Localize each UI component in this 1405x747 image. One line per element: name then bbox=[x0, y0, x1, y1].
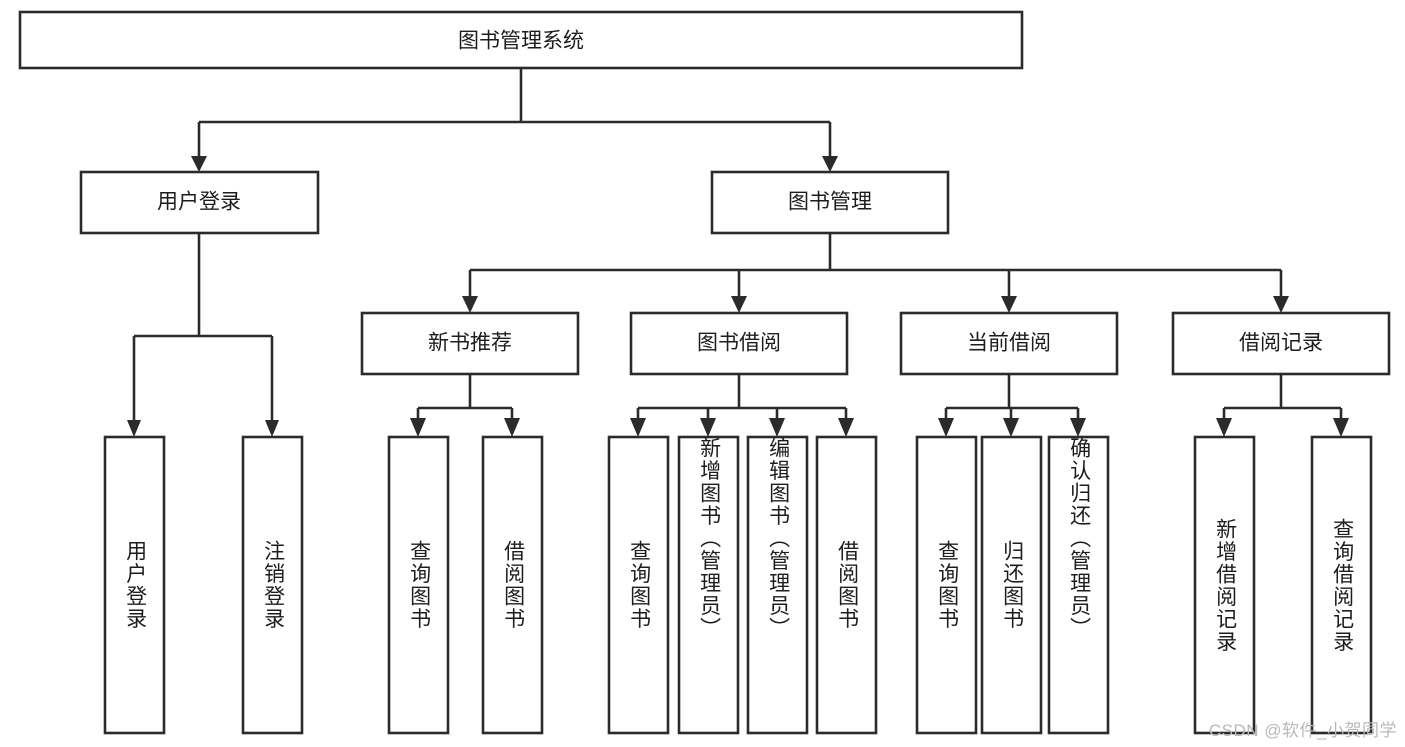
leaf-rect-current-borrow-1[interactable] bbox=[915, 435, 978, 735]
connector-group-borrow-record bbox=[1216, 374, 1349, 437]
arrow-head-leaf-book-borrow-1 bbox=[630, 418, 646, 437]
node-user-login-label: 用户登录 bbox=[157, 191, 241, 214]
node-user-login[interactable]: 用户登录 bbox=[79, 170, 320, 235]
arrow-head-user-login bbox=[191, 156, 207, 172]
arrow-head-leaf-borrow-record-1 bbox=[1216, 418, 1232, 437]
leaf-rect-borrow-record-2[interactable] bbox=[1310, 435, 1373, 735]
node-current-borrow[interactable]: 当前借阅 bbox=[899, 311, 1119, 376]
arrow-head-borrow-record bbox=[1273, 296, 1289, 313]
node-root-label: 图书管理系统 bbox=[458, 30, 584, 53]
arrow-head-leaf-new-book-1 bbox=[410, 418, 426, 437]
node-new-book-recommend[interactable]: 新书推荐 bbox=[360, 311, 580, 376]
arrow-head-leaf-current-borrow-2 bbox=[1003, 418, 1019, 437]
leaf-rect-group bbox=[103, 435, 1373, 735]
arrow-head-leaf-user-login-2 bbox=[265, 420, 279, 437]
arrow-head-book-borrow bbox=[731, 296, 747, 313]
arrow-head-leaf-new-book-2 bbox=[504, 418, 520, 437]
arrow-head-current-borrow bbox=[1001, 296, 1017, 313]
arrow-head-leaf-book-borrow-3 bbox=[769, 418, 785, 437]
leaf-rect-book-borrow-4[interactable] bbox=[815, 435, 878, 735]
node-book-management-label: 图书管理 bbox=[788, 191, 872, 214]
node-borrow-record[interactable]: 借阅记录 bbox=[1171, 311, 1391, 376]
arrow-head-leaf-book-borrow-2 bbox=[700, 418, 716, 437]
node-new-book-recommend-rect[interactable] bbox=[360, 311, 580, 376]
node-user-login-rect[interactable] bbox=[79, 170, 320, 235]
arrow-head-leaf-borrow-record-2 bbox=[1333, 418, 1349, 437]
connector-group-book-borrow bbox=[630, 374, 854, 437]
leaf-rect-book-borrow-1[interactable] bbox=[607, 435, 670, 735]
node-root[interactable]: 图书管理系统 bbox=[18, 10, 1024, 70]
node-book-borrow-label: 图书借阅 bbox=[697, 332, 781, 355]
leaf-rect-book-borrow-2[interactable] bbox=[677, 435, 740, 735]
node-borrow-record-rect[interactable] bbox=[1171, 311, 1391, 376]
connector-group-root bbox=[191, 68, 838, 172]
connector-group-book-mgmt bbox=[462, 233, 1289, 313]
node-book-management[interactable]: 图书管理 bbox=[710, 170, 950, 235]
node-current-borrow-label: 当前借阅 bbox=[967, 332, 1051, 355]
arrow-head-leaf-current-borrow-1 bbox=[938, 418, 954, 437]
arrow-head-leaf-user-login-1 bbox=[127, 420, 141, 437]
arrow-head-leaf-current-borrow-3 bbox=[1070, 418, 1086, 437]
arrow-head-new-book bbox=[462, 296, 478, 313]
leaf-rect-current-borrow-2[interactable] bbox=[980, 435, 1043, 735]
leaf-rect-new-book-1[interactable] bbox=[387, 435, 450, 735]
arrow-head-leaf-book-borrow-4 bbox=[838, 418, 854, 437]
node-book-management-rect[interactable] bbox=[710, 170, 950, 235]
connector-group-new-book bbox=[410, 374, 520, 437]
leaf-rect-book-borrow-3[interactable] bbox=[746, 435, 809, 735]
connector-group-user-login bbox=[127, 233, 279, 437]
node-new-book-recommend-label: 新书推荐 bbox=[428, 332, 512, 355]
node-book-borrow[interactable]: 图书借阅 bbox=[629, 311, 849, 376]
node-book-borrow-rect[interactable] bbox=[629, 311, 849, 376]
leaf-rect-new-book-2[interactable] bbox=[481, 435, 544, 735]
arrow-head-book-mgmt bbox=[822, 156, 838, 172]
node-borrow-record-label: 借阅记录 bbox=[1239, 332, 1323, 355]
leaf-rect-borrow-record-1[interactable] bbox=[1193, 435, 1256, 735]
leaf-rect-user-login-1[interactable] bbox=[103, 435, 166, 735]
connector-group-current-borrow bbox=[938, 374, 1086, 437]
watermark-text: CSDN @软件_小贺同学 bbox=[1208, 721, 1397, 740]
node-current-borrow-rect[interactable] bbox=[899, 311, 1119, 376]
leaf-rect-current-borrow-3[interactable] bbox=[1047, 435, 1110, 735]
node-root-rect[interactable] bbox=[18, 10, 1024, 70]
leaf-rect-user-login-2[interactable] bbox=[241, 435, 304, 735]
